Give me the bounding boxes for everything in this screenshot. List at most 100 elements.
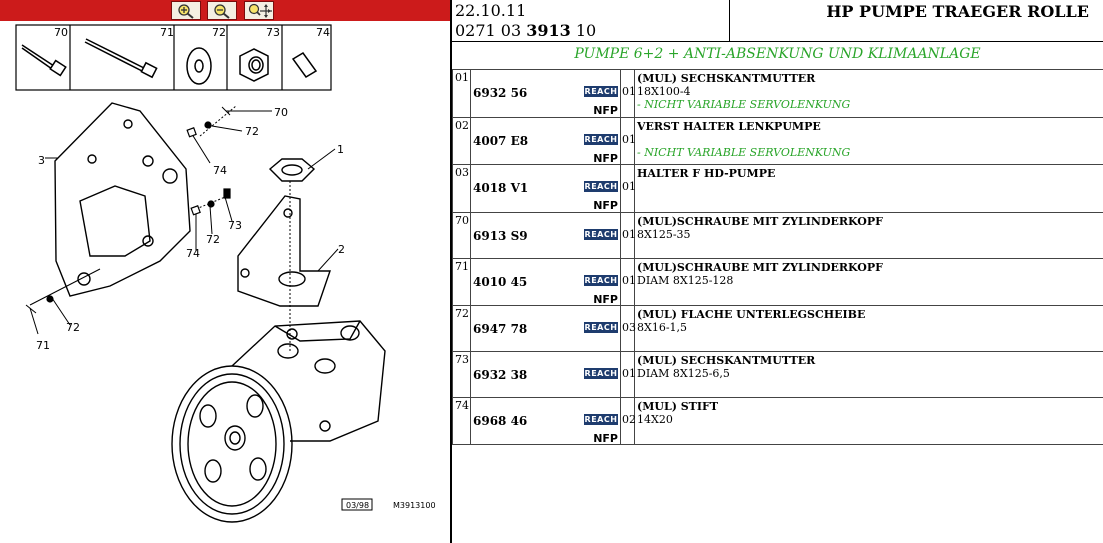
nfp-label: NFP: [593, 432, 618, 445]
reach-badge: REACH: [584, 229, 618, 240]
quantity: 01: [622, 133, 636, 146]
description-cell: HALTER F HD-PUMPE: [635, 165, 1103, 212]
stamp-ref: M3913100: [393, 501, 436, 510]
pos-cell: 02: [453, 118, 471, 164]
part-number[interactable]: 6947 78: [473, 322, 528, 336]
part-number-cell: 6913 S9 REACH: [471, 213, 621, 258]
page-title: HP PUMPE TRAEGER ROLLE: [826, 2, 1089, 21]
quantity: 01: [622, 180, 636, 193]
zoom-out-button[interactable]: [207, 1, 237, 20]
qty-cell: 01: [621, 165, 636, 212]
qty-cell: 01: [621, 213, 636, 258]
pane-separator: [450, 0, 452, 543]
nfp-label: NFP: [593, 152, 618, 165]
part-dimension: 8X125-35: [637, 228, 691, 241]
part-description: (MUL) STIFT: [637, 400, 719, 413]
exploded-parts-diagram: 70 71 72 73 74: [15, 24, 436, 523]
nfp-label: NFP: [593, 293, 618, 306]
quantity: 03: [622, 321, 636, 334]
thumb-label-72: 72: [212, 26, 226, 39]
qty-cell: 03: [621, 306, 636, 351]
thumb-label-71: 71: [160, 26, 174, 39]
pan-zoom-button[interactable]: [244, 1, 274, 20]
part-description: HALTER F HD-PUMPE: [637, 167, 776, 180]
callout-72-bottom: 72: [66, 321, 80, 334]
ref-prefix: 0271 03: [455, 21, 527, 40]
part-description: (MUL) SECHSKANTMUTTER: [637, 72, 816, 85]
part-note: - NICHT VARIABLE SERVOLENKUNG: [637, 146, 851, 159]
header-info: 22.10.11 0271 03 3913 10: [452, 0, 730, 41]
parts-pane: 22.10.11 0271 03 3913 10 HP PUMPE TRAEGE…: [452, 0, 1103, 543]
part-number-cell: 4007 E8 REACH NFP: [471, 118, 621, 165]
thumb-washer: [186, 47, 212, 85]
part-number[interactable]: 6968 46: [473, 414, 528, 428]
quantity: 01: [622, 367, 636, 380]
position-number: 73: [455, 353, 469, 366]
part-number[interactable]: 4007 E8: [473, 134, 529, 148]
thumb-pin: [291, 52, 318, 78]
diagram-pane: 70 71 72 73 74: [0, 0, 450, 543]
zoom-in-button[interactable]: [171, 1, 201, 20]
part-number[interactable]: 4018 V1: [473, 181, 529, 195]
position-number: 01: [455, 71, 469, 84]
pos-cell: 71: [453, 259, 471, 305]
pos-cell: 03: [453, 165, 471, 212]
qty-cell: 02: [621, 398, 636, 444]
pan-zoom-icon: [248, 3, 272, 18]
part-dimension: DIAM 8X125-6,5: [637, 367, 730, 380]
part-dimension: 14X20: [637, 413, 673, 426]
qty-cell: 01: [621, 352, 636, 397]
part-number[interactable]: 4010 45: [473, 275, 528, 289]
zoom-in-icon: [178, 3, 194, 19]
pos-cell: 73: [453, 352, 471, 397]
qty-cell: 01: [621, 259, 636, 305]
part-number[interactable]: 6932 56: [473, 86, 528, 100]
part-description: (MUL)SCHRAUBE MIT ZYLINDERKOPF: [637, 261, 883, 274]
position-number: 71: [455, 260, 469, 273]
part-dimension: 8X16-1,5: [637, 321, 688, 334]
position-number: 74: [455, 399, 469, 412]
callout-74-mid: 74: [186, 247, 200, 260]
description-cell: VERST HALTER LENKPUMPE- NICHT VARIABLE S…: [635, 118, 1103, 164]
callout-72-mid: 72: [206, 233, 220, 246]
ref-suffix: 10: [570, 21, 597, 40]
part-description: (MUL)SCHRAUBE MIT ZYLINDERKOPF: [637, 215, 883, 228]
header-reference: 0271 03 3913 10: [455, 21, 596, 40]
nfp-label: NFP: [593, 199, 618, 212]
callout-71: 71: [36, 339, 50, 352]
part-number[interactable]: 6913 S9: [473, 229, 528, 243]
part-number[interactable]: 6932 38: [473, 368, 528, 382]
variant-label: PUMPE 6+2 + ANTI-ABSENKUNG UND KLIMAANLA…: [574, 46, 981, 62]
reach-badge: REACH: [584, 368, 618, 379]
bracket-angle-2: [237, 195, 331, 307]
header-date: 22.10.11: [455, 1, 527, 20]
stamp-box: [341, 498, 373, 511]
thumb-label-73: 73: [266, 26, 280, 39]
stamp-date: 03/98: [346, 501, 369, 510]
pos-cell: 70: [453, 213, 471, 258]
ref-bold: 3913: [526, 21, 571, 40]
reach-badge: REACH: [584, 134, 618, 145]
part-description: (MUL) FLACHE UNTERLEGSCHEIBE: [637, 308, 866, 321]
part-number-cell: 6932 38 REACH: [471, 352, 621, 397]
part-description: (MUL) SECHSKANTMUTTER: [637, 354, 816, 367]
thumb-hex-nut: [239, 48, 269, 82]
thumb-screw-long: [84, 38, 158, 79]
